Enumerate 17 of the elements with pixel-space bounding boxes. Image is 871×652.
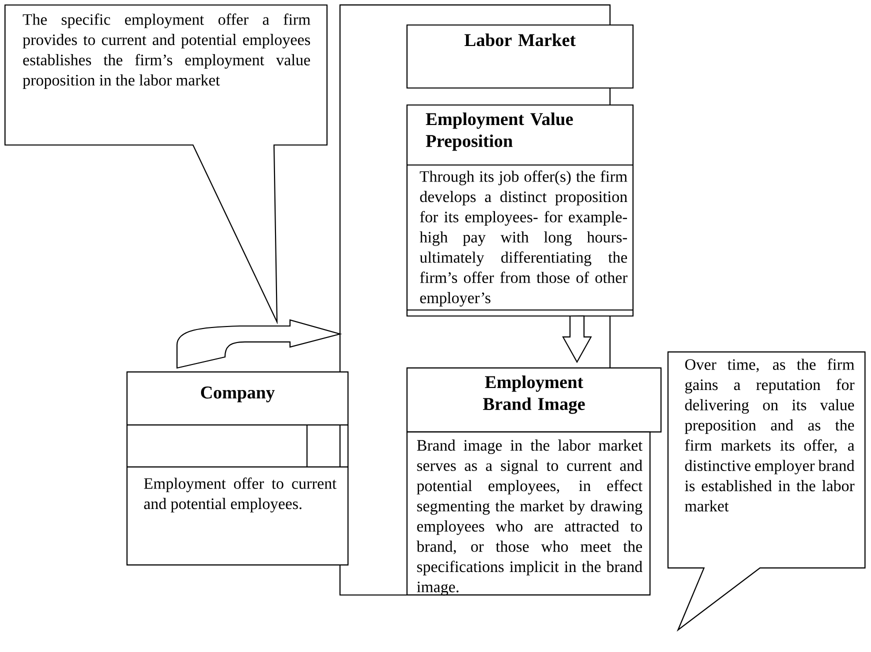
process-box	[406, 104, 634, 317]
title-box	[406, 24, 634, 89]
callout-bubble	[667, 351, 866, 632]
box-heading: Company	[201, 386, 275, 402]
process-box	[406, 367, 662, 596]
box-text: Brand image in the labor market serves as a signal to current and potential employees, in effect segmenting the market by drawing employees who are attracted to brand, or those who meet the specifications implicit in the brand image.	[416, 440, 642, 596]
curved-block-arrow	[176, 319, 341, 369]
box-heading: Labor Market	[464, 34, 576, 46]
callout-text: Over time, as the firm gains a reputation for delivering on its value preposition and as the firm markets its offer, a distinctive employer brand is established in the labor market	[684, 358, 854, 512]
box-text: Through its job offer(s) the firm develops a distinct proposition for its employees- for example- high pay with long hours-ultimately differentiating the firm’s offer from those of other employer’s	[420, 170, 628, 307]
callout-text: The specific employment offer a firm provides to current and potential employees establishes the firm’s employment value proposition in the labor market	[22, 14, 310, 89]
box-heading: Employment Value Preposition	[426, 112, 573, 151]
callout-bubble	[4, 4, 328, 324]
box-heading: Employment Brand Image	[483, 376, 585, 414]
box-text: Employment offer to current and potential employees.	[144, 478, 336, 512]
block-arrow	[562, 315, 592, 364]
process-box	[126, 371, 349, 566]
